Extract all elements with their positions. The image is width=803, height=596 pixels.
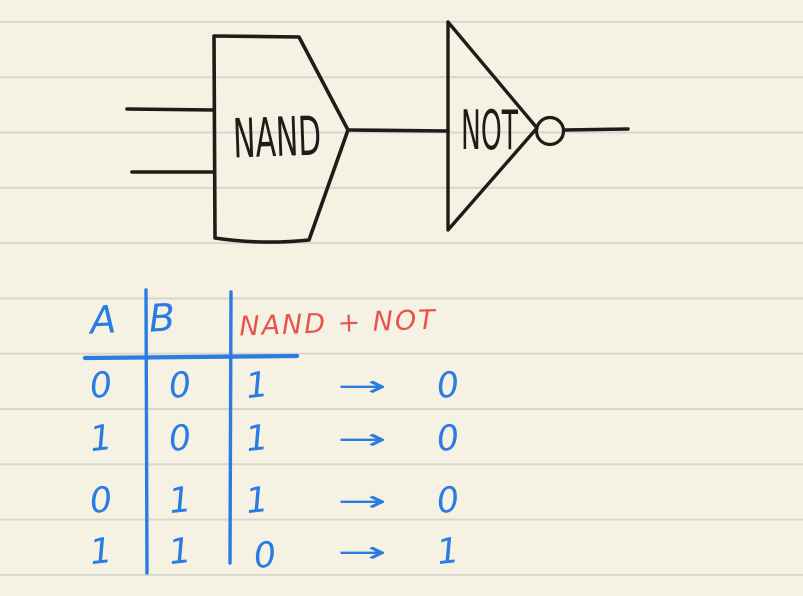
maps-to-arrow-icon: → <box>337 484 387 518</box>
cell-b: 1 <box>166 530 194 574</box>
maps-to-arrow-icon: → <box>337 535 387 569</box>
cell-final-output: 1 <box>434 530 462 574</box>
cell-b: 0 <box>166 364 194 408</box>
cell-a: 0 <box>87 479 115 523</box>
cell-nand-output: 1 <box>243 364 271 408</box>
cell-b: 1 <box>166 479 194 523</box>
cell-final-output: 0 <box>434 479 462 523</box>
table-row: 0 0 1 → 0 <box>0 359 803 413</box>
cell-a: 1 <box>87 530 115 574</box>
cell-a: 1 <box>87 417 115 461</box>
table-row: 0 1 1 → 0 <box>0 474 803 528</box>
table-row: 1 1 0 → 1 <box>0 525 803 579</box>
cell-final-output: 0 <box>434 417 462 461</box>
cell-nand-output: 1 <box>243 417 271 461</box>
cell-a: 0 <box>87 364 115 408</box>
header-input-a: A <box>88 297 118 343</box>
cell-nand-output: 0 <box>251 534 279 578</box>
maps-to-arrow-icon: → <box>337 422 387 456</box>
table-row: 1 0 1 → 0 <box>0 412 803 466</box>
cell-nand-output: 1 <box>243 479 271 523</box>
cell-b: 0 <box>166 417 194 461</box>
cell-final-output: 0 <box>434 364 462 408</box>
maps-to-arrow-icon: → <box>337 369 387 403</box>
header-input-b: B <box>147 295 177 341</box>
